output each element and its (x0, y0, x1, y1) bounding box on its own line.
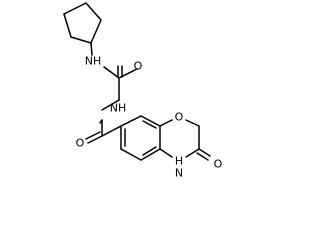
top-carbonyl-double-bond (117, 65, 123, 78)
lactam-hydrogen-label: H (175, 155, 183, 168)
lactam-nitrogen-label: N (175, 167, 183, 180)
oxazinone-ring (159, 119, 200, 158)
carbonyl-oxygen-top-label: O (134, 60, 143, 73)
amide-nh-top-label: NH (85, 55, 102, 68)
benzene-ring (120, 115, 161, 161)
molecule-structure: NH O NH O O H N O (63, 2, 223, 180)
atom-labels: NH O NH O O H N O (76, 55, 223, 180)
aryl-carbonyl-bond (101, 125, 122, 137)
left-carbonyl-double-bond (85, 131, 103, 144)
amide-nh-middle-label: NH (110, 102, 127, 115)
lactam-oxygen-label: O (214, 158, 223, 171)
lactam-carbonyl-double-bond (196, 148, 211, 161)
ring-oxygen-label: O (175, 111, 184, 124)
carbonyl-oxygen-left-label: O (76, 137, 85, 150)
cyclopentyl-ring (63, 2, 102, 44)
amide-linker-bonds (101, 99, 120, 137)
